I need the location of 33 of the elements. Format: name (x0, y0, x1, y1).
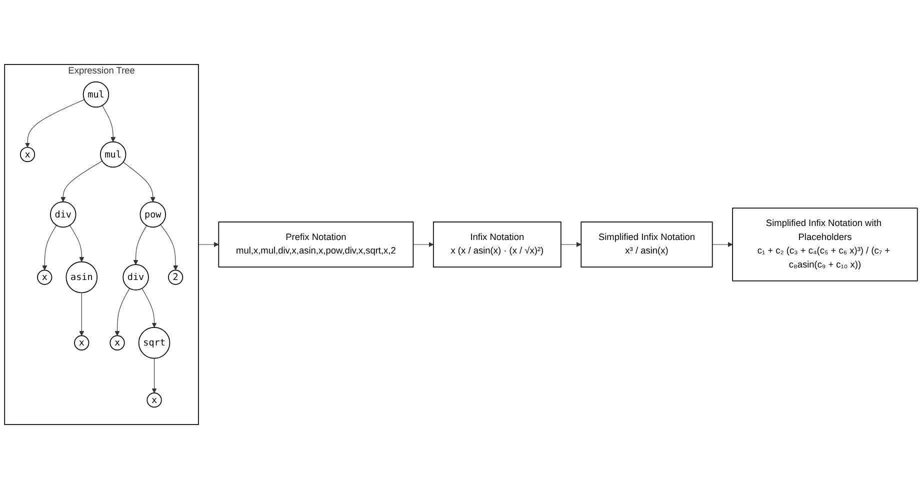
node-box: Prefix Notation mul,x,mul,div,x,asin,x,pow,div,x,sqrt,x,2 (218, 222, 414, 268)
node-circle: div (122, 264, 149, 290)
arrow (42, 225, 57, 270)
node-circle: mul (82, 81, 110, 108)
arrow (560, 242, 582, 248)
node-circle: asin (66, 261, 98, 294)
node-circle: div (50, 201, 76, 228)
arrow (160, 224, 178, 270)
node-circle: x (37, 270, 52, 285)
node-circle: 2 (168, 270, 184, 285)
node-circle: pow (140, 201, 166, 228)
arrow (198, 242, 219, 248)
arrow (114, 288, 130, 336)
node-box: Infix Notation x (x / asin(x) · (x / √x)²) (432, 222, 562, 268)
node-circle: x (146, 392, 162, 408)
node-circle: sqrt (138, 326, 170, 359)
node-circle: x (110, 335, 125, 350)
arrow (79, 292, 84, 336)
arrow (712, 242, 733, 248)
arrow (102, 105, 116, 142)
arrow (122, 162, 156, 202)
arrow (70, 225, 84, 262)
node-circle: x (20, 146, 36, 162)
arrow (60, 160, 103, 202)
arrow (412, 242, 434, 248)
node-circle: mul (100, 141, 126, 168)
arrow (142, 288, 157, 328)
node-box: Simplified Infix Notation with Placeholders c₁ + c₂ (c₃ + c₄(c₅ + c₆ x)³) / (c₇ + c₈asin(c₉ + c₁₀ x)) (732, 208, 918, 282)
arrow (24, 99, 85, 148)
arrow (133, 225, 147, 265)
arrow (152, 358, 157, 394)
node-box: Simplified Infix Notation x³ / asin(x) (580, 222, 713, 268)
node-circle: x (74, 335, 90, 350)
